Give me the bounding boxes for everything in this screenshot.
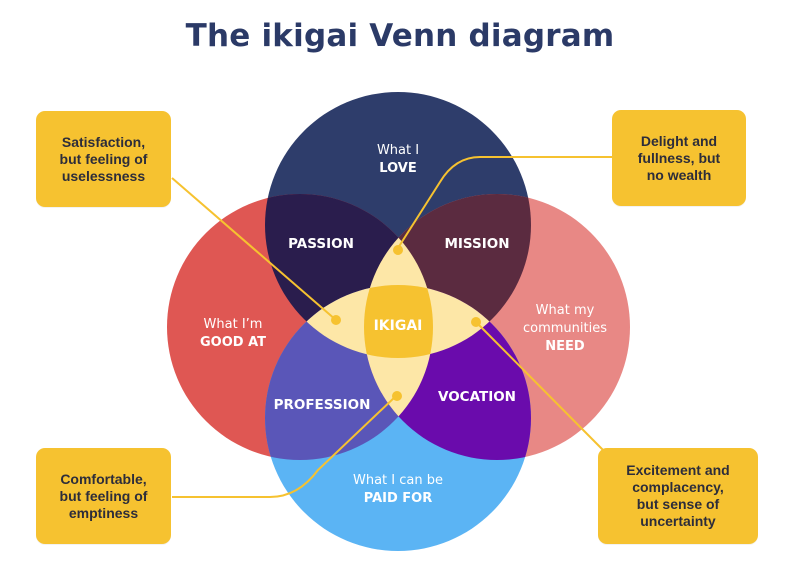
good-at-label-line2: GOOD AT <box>200 335 266 350</box>
vocation-label: VOCATION <box>438 389 516 405</box>
paid-label-line2: PAID FOR <box>364 491 433 506</box>
page-title: The ikigai Venn diagram <box>185 18 615 54</box>
ikigai-label: IKIGAI <box>374 318 423 334</box>
connector-top-left <box>171 177 337 321</box>
connector-bottom-right <box>475 321 604 451</box>
callout-top-left-line2: but feeling of <box>59 150 148 167</box>
callout-bottom-right-line4: uncertainty <box>640 513 716 529</box>
connector-dot-right <box>471 317 481 327</box>
callout-bottom-right: Excitement and complacency, but sense of… <box>598 448 758 544</box>
love-label-line1: What I <box>377 143 419 158</box>
callout-top-left-line3: uselessness <box>61 167 146 184</box>
love-label-line2: LOVE <box>379 161 416 176</box>
connector-dot-bottom <box>392 391 402 401</box>
callout-top-right: Delight and fullness, but no wealth <box>612 110 746 206</box>
passion-label: PASSION <box>288 236 354 252</box>
callout-top-right-line1: Delight and <box>640 132 718 149</box>
need-label-line1b: communities <box>523 321 607 336</box>
callout-bottom-left-line2: but feeling of <box>59 487 148 504</box>
connector-dot-top-left <box>331 315 341 325</box>
profession-label: PROFESSION <box>274 397 371 413</box>
callout-bottom-right-line3: but sense of <box>636 496 720 512</box>
good-at-label-line1: What I’m <box>204 317 263 332</box>
need-label-line1: What my <box>536 303 595 318</box>
need-label-line2: NEED <box>545 339 585 354</box>
callout-top-right-line3: no wealth <box>646 166 712 183</box>
callout-bottom-right-line1: Excitement and <box>626 462 730 478</box>
connector-bottom-left <box>172 395 397 498</box>
callout-bottom-left-line3: emptiness <box>68 504 139 521</box>
mission-label: MISSION <box>444 236 509 252</box>
connector-top-right <box>397 156 612 249</box>
callout-top-right-line2: fullness, but <box>637 149 721 166</box>
paid-label-line1: What I can be <box>353 473 443 488</box>
callout-bottom-left-line1: Comfortable, <box>60 470 147 487</box>
callout-bottom-left: Comfortable, but feeling of emptiness <box>36 448 171 544</box>
callout-top-left-line1: Satisfaction, <box>61 133 146 150</box>
callout-top-left: Satisfaction, but feeling of uselessness <box>36 111 171 207</box>
callout-bottom-right-line2: complacency, <box>632 479 724 495</box>
connector-dot-top <box>393 245 403 255</box>
